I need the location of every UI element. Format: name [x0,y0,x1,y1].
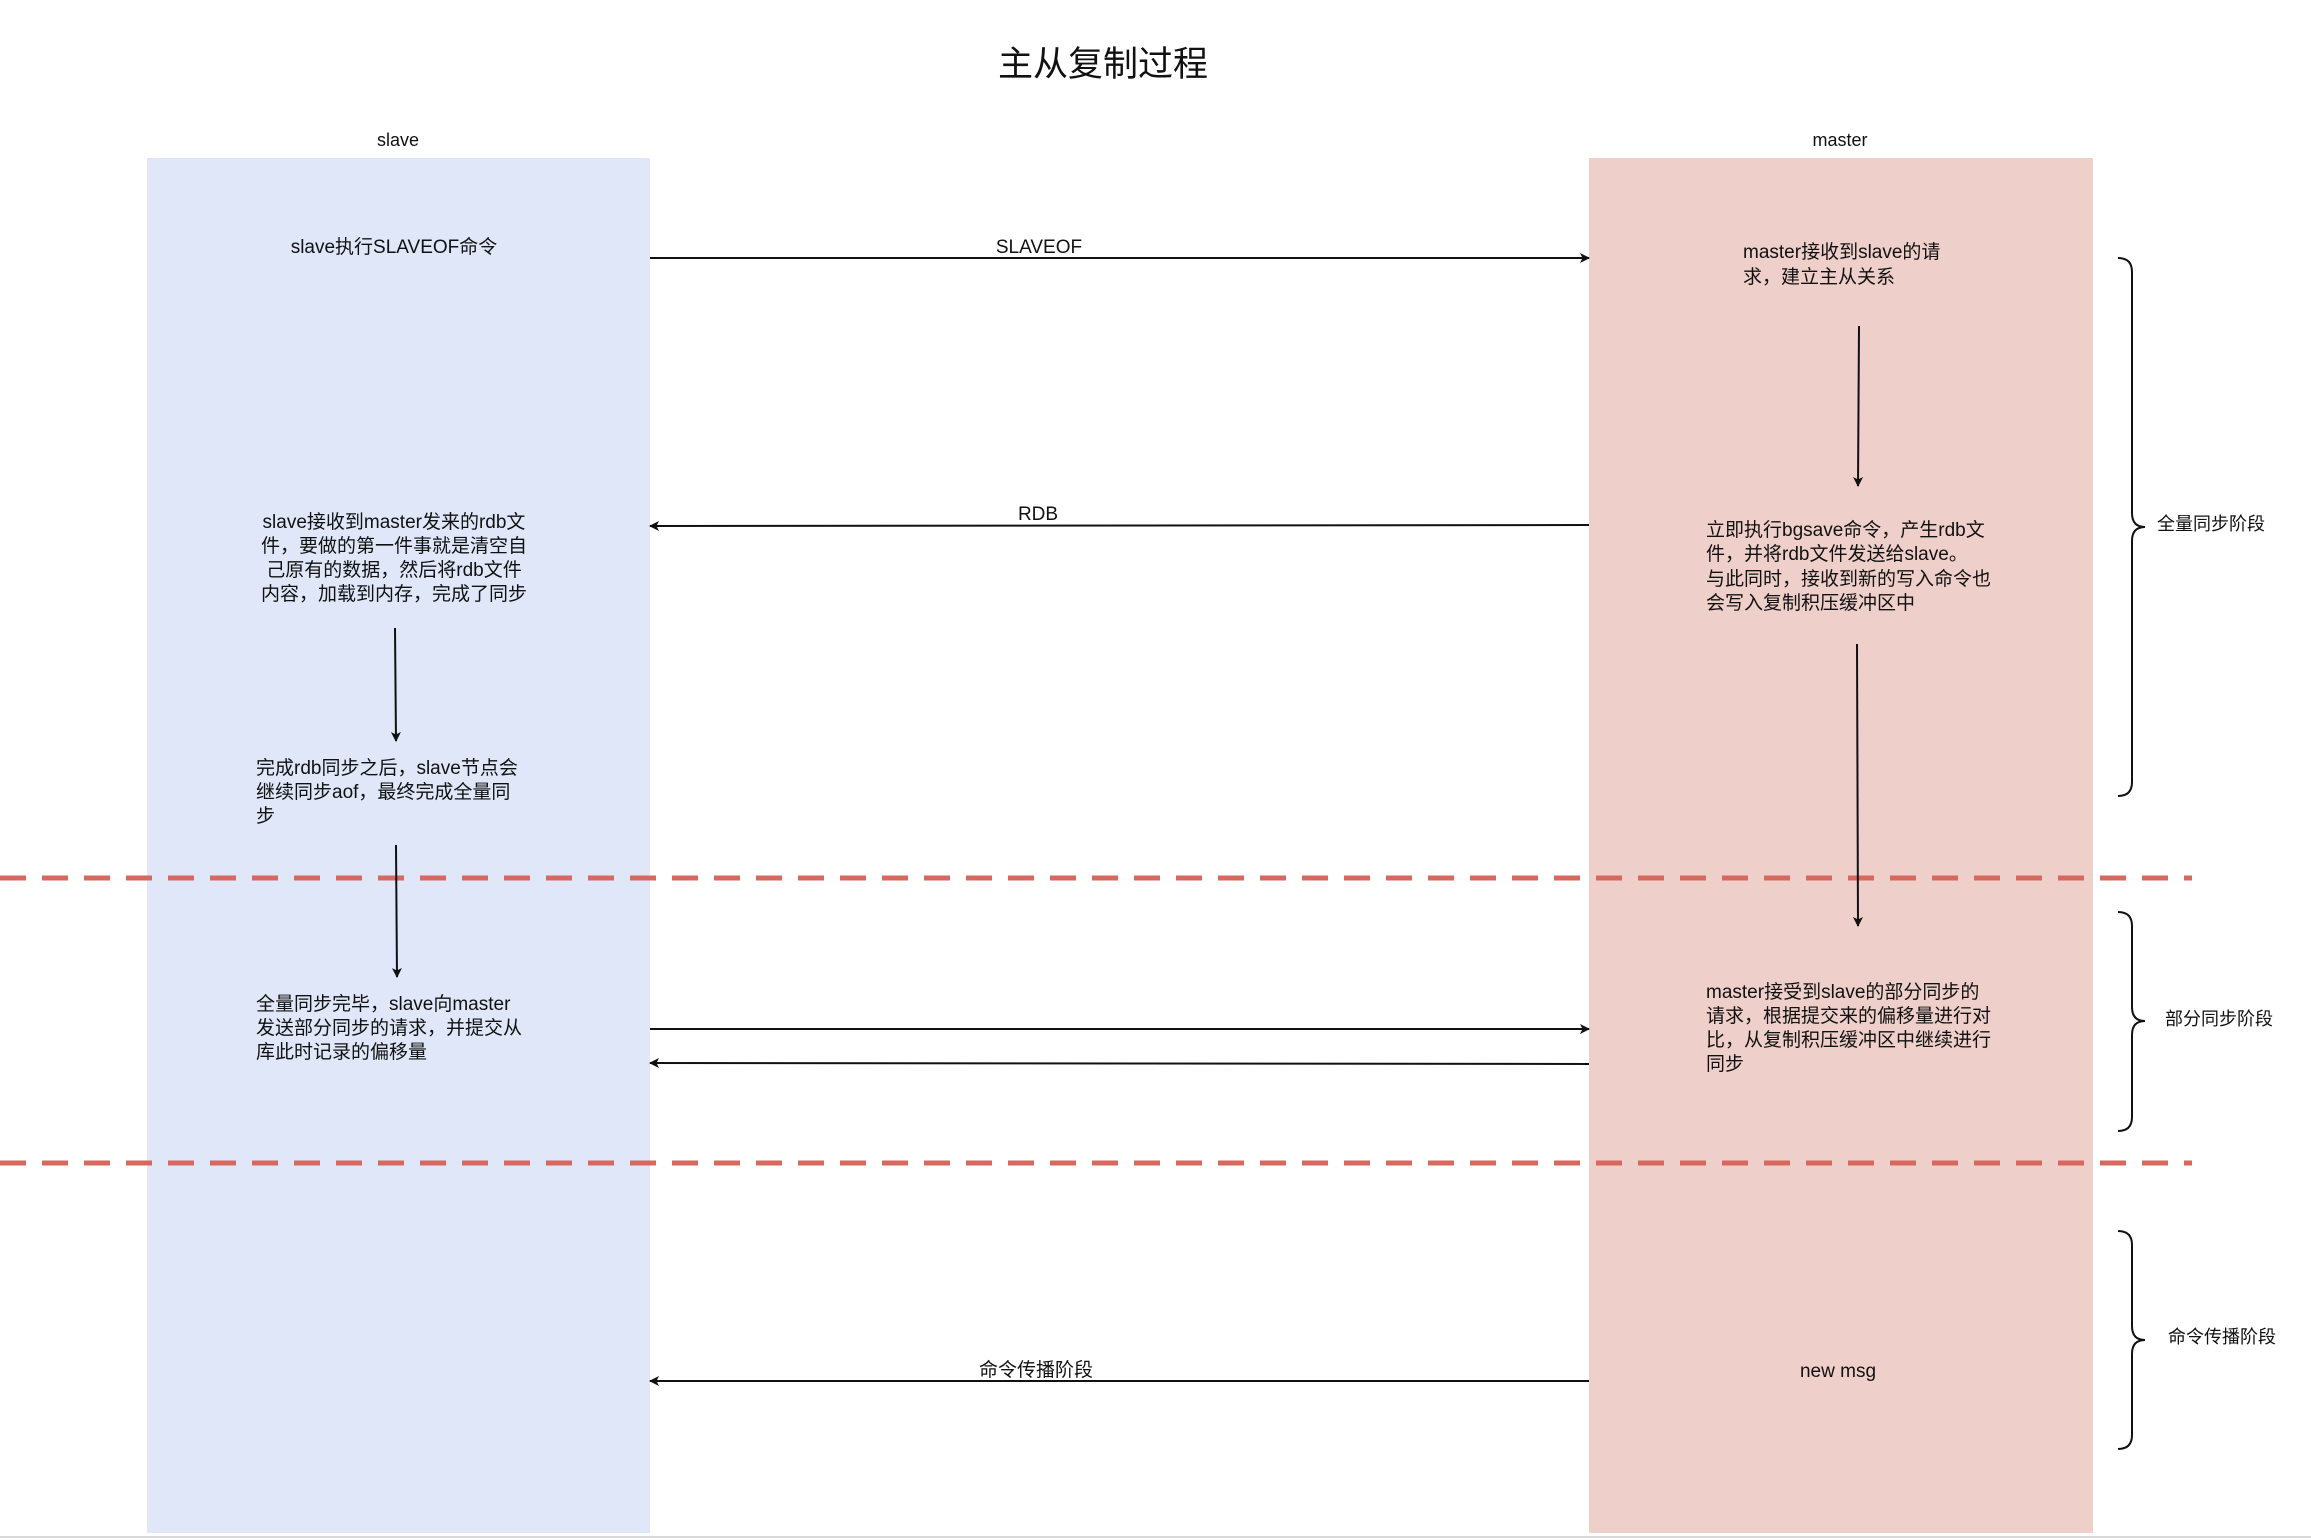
full-sync-brace [2117,257,2146,797]
slave-step-3: 完成rdb同步之后，slave节点会 继续同步aof，最终完成全量同 步 [256,757,518,827]
slave-step-4-line: 库此时记录的偏移量 [256,1041,427,1063]
propagation-brace [2117,1230,2146,1450]
master-lane-label: master [1812,130,1867,150]
rdb-message-arrow [649,520,1590,531]
slave-step-3-line: 完成rdb同步之后，slave节点会 [256,757,518,779]
slave-flow-arrow [390,627,401,742]
slave-step-3-line: 步 [256,805,275,827]
master-step-1: master接收到slave的请 求，建立主从关系 [1743,241,1940,288]
master-step-1-line: master接收到slave的请 [1743,241,1940,263]
slave-lane-label: slave [377,130,419,150]
master-step-4: new msg [1800,1361,1876,1382]
full-sync-phase-label: 全量同步阶段 [2157,514,2265,534]
master-step-3-line: master接受到slave的部分同步的 [1706,981,1979,1003]
slave-step-2-line: 内容，加载到内存，完成了同步 [261,583,527,605]
rdb-message-label: RDB [1018,504,1058,525]
slave-step-2-line: slave接收到master发来的rdb文 [263,511,526,533]
master-step-3: master接受到slave的部分同步的 请求，根据提交来的偏移量进行对 比，从… [1706,981,1991,1075]
slave-step-2: slave接收到master发来的rdb文 件，要做的第一件事就是清空自 己原有… [261,511,527,605]
slave-step-4: 全量同步完毕，slave向master 发送部分同步的请求，并提交从 库此时记录… [256,993,522,1063]
master-step-3-line: 同步 [1706,1053,1744,1075]
slave-step-2-line: 件，要做的第一件事就是清空自 [261,535,527,557]
master-step-3-line: 比，从复制积压缓冲区中继续进行 [1706,1029,1991,1051]
master-step-2-line: 会写入复制积压缓冲区中 [1706,592,1915,614]
master-step-2-line: 与此同时，接收到新的写入命令也 [1706,568,1991,590]
master-flow-arrow [1853,325,1864,487]
slave-flow-arrow [391,844,402,978]
slave-step-3-line: 继续同步aof，最终完成全量同 [256,781,510,803]
slave-step-4-line: 发送部分同步的请求，并提交从 [256,1017,522,1039]
partial-sync-brace [2117,911,2146,1132]
partial-sync-phase-label: 部分同步阶段 [2165,1009,2273,1029]
slave-step-1: slave执行SLAVEOF命令 [291,236,498,258]
master-flow-arrow [1852,643,1863,927]
slave-lane [147,158,650,1533]
slaveof-message-label: SLAVEOF [996,237,1082,258]
master-step-1-line: 求，建立主从关系 [1743,266,1895,288]
partial-sync-response-arrow [649,1058,1590,1069]
master-step-2-line: 立即执行bgsave命令，产生rdb文 [1706,519,1985,541]
master-lane [1589,158,2093,1533]
diagram-title: 主从复制过程 [998,45,1208,85]
propagation-message-label: 命令传播阶段 [979,1359,1093,1381]
slave-step-2-line: 己原有的数据，然后将rdb文件 [266,559,521,581]
propagation-phase-label: 命令传播阶段 [2168,1327,2276,1347]
master-step-2-line: 件，并将rdb文件发送给slave。 [1706,543,1968,565]
slave-step-4-line: 全量同步完毕，slave向master [256,993,511,1015]
master-step-2: 立即执行bgsave命令，产生rdb文 件，并将rdb文件发送给slave。 与… [1706,519,1991,614]
master-step-3-line: 请求，根据提交来的偏移量进行对 [1706,1005,1991,1027]
